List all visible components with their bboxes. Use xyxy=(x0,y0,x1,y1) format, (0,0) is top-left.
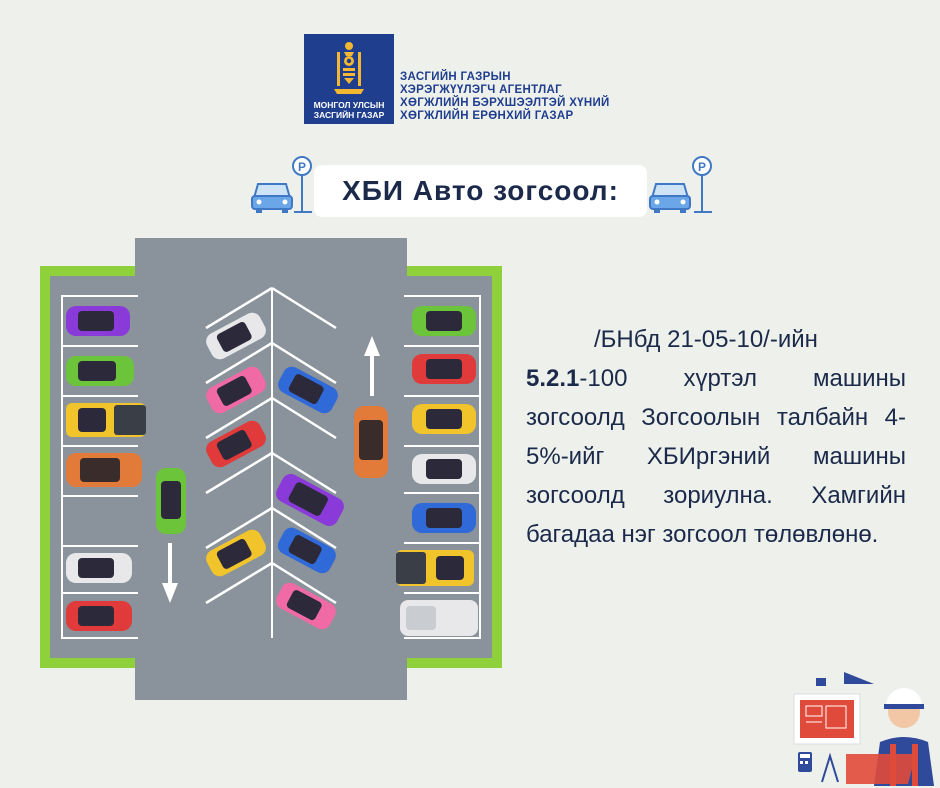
title-box: ХБИ Авто зогсоол: xyxy=(314,165,647,217)
agency-name-line: ХӨГЖЛИЙН БЭРХШЭЭЛТЭЙ ХҮНИЙ xyxy=(400,97,610,109)
regulation-paragraph: 5.2.1-100 хүртэл машины зогсоолд Зогсоол… xyxy=(526,359,906,554)
parked-car-icon xyxy=(649,183,691,213)
parked-car-icon xyxy=(206,312,266,360)
parked-car-icon xyxy=(276,582,336,630)
clause-number: 5.2.1 xyxy=(526,365,580,392)
agency-name-line: ЗАСГИЙН ГАЗРЫН xyxy=(400,71,511,83)
parked-car-icon xyxy=(66,403,146,437)
government-logo: МОНГОЛ УЛСЫН ЗАСГИЙН ГАЗАР xyxy=(304,34,394,124)
parked-car-icon xyxy=(354,406,388,478)
svg-text:P: P xyxy=(698,160,706,174)
parked-car-icon xyxy=(66,306,130,336)
parked-car-icon xyxy=(396,550,474,586)
parking-sign-icon: P xyxy=(649,156,712,213)
parked-car-icon xyxy=(412,306,476,336)
parked-car-icon xyxy=(66,356,134,386)
parked-car-icon xyxy=(412,354,476,384)
parked-car-icon xyxy=(400,600,478,636)
regulation-text: /БНбд 21-05-10/-ийн 5.2.1-100 хүртэл маш… xyxy=(526,320,906,554)
agency-name-line: ХЭРЭГЖҮҮЛЭГЧ АГЕНТЛАГ xyxy=(400,84,562,96)
regulation-reference: /БНбд 21-05-10/-ийн xyxy=(594,326,818,353)
parked-car-icon xyxy=(206,420,266,468)
parked-car-icon xyxy=(251,183,293,213)
parked-car-icon xyxy=(206,529,266,577)
logo-text-line2: ЗАСГИЙН ГАЗАР xyxy=(313,110,385,120)
parked-car-icon xyxy=(412,503,476,533)
parked-car-icon xyxy=(66,553,132,583)
logo-text-line1: МОНГОЛ УЛСЫН xyxy=(313,100,385,110)
parked-car-icon xyxy=(156,468,186,534)
parked-car-icon xyxy=(206,366,266,414)
page-title: ХБИ Авто зогсоол: xyxy=(342,175,619,206)
parked-car-icon xyxy=(276,473,344,527)
parked-car-icon xyxy=(66,601,132,631)
parking-sign-icon: P xyxy=(251,156,312,213)
agency-name-line: ХӨГЖЛИЙН ЕРӨНХИЙ ГАЗАР xyxy=(400,110,574,122)
svg-text:P: P xyxy=(298,160,306,174)
parked-car-icon xyxy=(278,366,338,414)
parked-car-icon xyxy=(66,453,142,487)
parked-car-icon xyxy=(412,404,476,434)
parked-car-icon xyxy=(277,527,336,574)
agency-name: ЗАСГИЙН ГАЗРЫН ХЭРЭГЖҮҮЛЭГЧ АГЕНТЛАГ ХӨГ… xyxy=(400,71,610,123)
clause-text: -100 хүртэл машины зогсоолд Зогсоолын та… xyxy=(526,365,906,548)
state-emblem-icon xyxy=(334,42,364,94)
parked-car-icon xyxy=(412,454,476,484)
engineer-illustration-icon xyxy=(793,672,934,786)
parking-lot-illustration xyxy=(40,238,502,700)
